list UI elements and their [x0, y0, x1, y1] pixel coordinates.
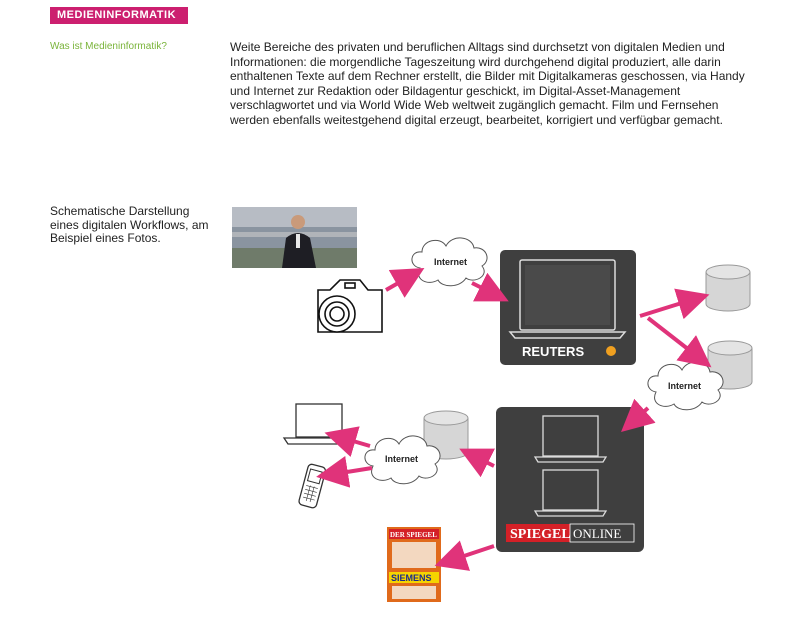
camera-icon [317, 279, 383, 333]
database-icon-1 [705, 264, 751, 312]
spiegel-magazine-cover: DER SPIEGEL SIEMENS [387, 527, 441, 602]
intro-paragraph: Weite Bereiche des privaten und beruflic… [230, 40, 745, 127]
arrow-camera-to-cloud1 [385, 268, 425, 298]
svg-text:Internet: Internet [668, 381, 701, 391]
spiegel-online-workstation: SPIEGEL ONLINE [496, 407, 644, 552]
press-photo [232, 207, 357, 268]
arrow-fork-to-db2 [646, 316, 712, 368]
diagram-caption: Schematische Darstellung eines digitalen… [50, 204, 209, 245]
sidebar-link-was-ist-medieninformatik[interactable]: Was ist Medieninformatik? [50, 41, 167, 52]
arrow-spiegel-to-magazine [434, 540, 495, 571]
arrow-cloud1-to-reuters [471, 272, 509, 302]
svg-text:DER SPIEGEL: DER SPIEGEL [390, 531, 437, 539]
arrow-cloud2-to-spiegel [621, 398, 656, 432]
spiegel-logo-right: ONLINE [573, 526, 621, 541]
svg-text:Internet: Internet [434, 257, 467, 267]
reuters-logo: REUTERS [522, 344, 584, 359]
arrow-reuters-to-db1 [639, 288, 710, 320]
reuters-workstation: REUTERS [500, 250, 636, 365]
internet-cloud-1: Internet [411, 237, 488, 287]
arrow-cloud3-to-laptop [324, 426, 371, 457]
arrow-spiegel-to-db3 [459, 448, 496, 478]
internet-cloud-2: Internet [647, 361, 724, 411]
internet-cloud-3: Internet [364, 435, 441, 485]
svg-text:Internet: Internet [385, 454, 418, 464]
mobile-phone-icon [298, 463, 327, 509]
arrow-cloud3-to-phone [316, 456, 373, 488]
section-badge: MEDIENINFORMATIK [50, 7, 188, 24]
svg-text:SIEMENS: SIEMENS [391, 573, 432, 583]
spiegel-logo-left: SPIEGEL [510, 527, 571, 542]
